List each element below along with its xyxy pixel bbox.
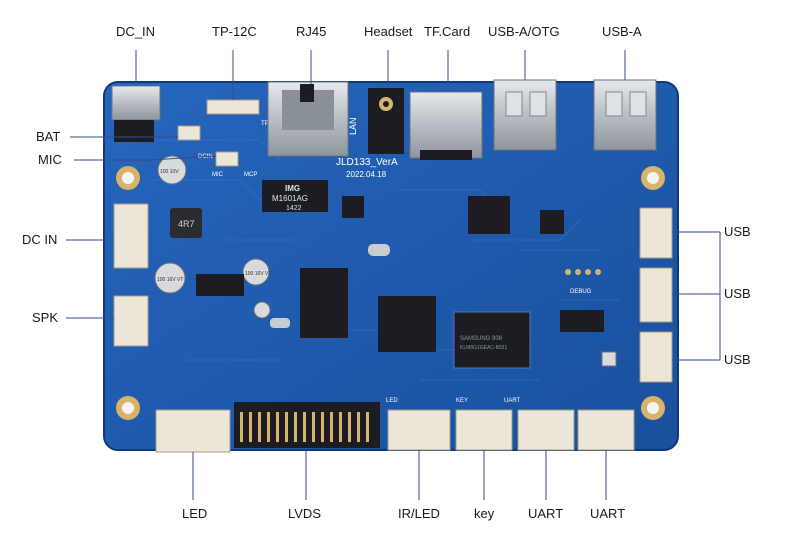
leader-lines (66, 50, 721, 500)
silk-mic: MIC (212, 172, 224, 178)
label-top-usb-a: USB-A (602, 24, 642, 39)
capacitor-3: 100 16V VT (242, 258, 271, 286)
label-top-dc-in: DC_IN (116, 24, 156, 39)
silk-uart: UART (504, 398, 521, 404)
label-bottom-key: key (474, 506, 495, 521)
button-switch (601, 351, 617, 367)
silk-mcp: MCP (244, 172, 257, 178)
svg-text:M1601AG: M1601AG (272, 194, 308, 203)
silk-key: KEY (456, 398, 468, 404)
ir-led-connector (387, 409, 451, 451)
capacitor-1: 100 10V (157, 155, 187, 185)
chip-small-2 (540, 210, 564, 234)
debug-header (565, 269, 601, 275)
key-connector (455, 409, 513, 451)
silk-debug: DEBUG (570, 289, 592, 295)
lvds-pins (240, 412, 369, 442)
label-bottom-ir-led: IR/LED (398, 506, 440, 521)
board-model: JLD133_VerA (336, 157, 398, 168)
crystal (368, 244, 390, 256)
label-left-bat: BAT (36, 129, 61, 144)
label-top-tf-card: TF.Card (424, 24, 471, 39)
label-bottom-uart-1: UART (528, 506, 564, 521)
label-left-mic: MIC (38, 152, 62, 167)
tp-connector (206, 99, 260, 115)
label-right-usb-1: USB (724, 224, 751, 239)
mic-connector (215, 151, 239, 167)
mounting-holes (116, 166, 665, 420)
chip-cpu (300, 268, 348, 338)
board-date: 2022.04.18 (346, 170, 387, 179)
small-chip-1 (342, 196, 364, 218)
bat-connector (177, 125, 201, 141)
chip-soc (378, 296, 436, 352)
label-top-headset: Headset (364, 24, 413, 39)
usb-connector-2 (639, 267, 673, 323)
label-top-rj45: RJ45 (296, 24, 327, 39)
capacitor-2: 100 16V VT (154, 262, 186, 294)
chip-amp (196, 274, 244, 296)
label-bottom-uart-2: UART (590, 506, 626, 521)
svg-text:KLM8G1GEAC-B031: KLM8G1GEAC-B031 (460, 345, 507, 351)
uart-connector-2 (577, 409, 635, 451)
svg-text:SAMSUNG 908: SAMSUNG 908 (460, 336, 503, 342)
crystal-2 (270, 318, 290, 328)
silk-tp: TP (261, 121, 269, 127)
tf-card-slot (409, 91, 483, 159)
pcb-traces (140, 139, 620, 381)
chip-ethernet (468, 196, 510, 234)
inductor (170, 208, 202, 238)
usb-a-port (593, 79, 657, 151)
silk-lan: LAN (348, 117, 358, 135)
usb-a-otg-port (493, 79, 557, 151)
label-right-usb-3: USB (724, 352, 751, 367)
svg-text:100 16V VT: 100 16V VT (245, 271, 271, 277)
chip-usb-hub (560, 310, 604, 332)
svg-text:100 16V VT: 100 16V VT (157, 277, 183, 283)
usb-connector-1 (639, 207, 673, 259)
led-connector (155, 409, 231, 453)
dc-jack (111, 85, 161, 121)
label-top-usb-a-otg: USB-A/OTG (488, 24, 560, 39)
dcin-side-connector (113, 203, 149, 269)
label-bottom-lvds: LVDS (288, 506, 321, 521)
spk-side-connector (113, 295, 149, 347)
svg-text:100 10V: 100 10V (160, 169, 179, 175)
svg-text:IMG: IMG (285, 184, 300, 193)
usb-connector-3 (639, 331, 673, 383)
uart-connector-1 (517, 409, 575, 451)
label-left-spk: SPK (32, 310, 59, 325)
label-top-tp-12c: TP-12C (212, 24, 257, 39)
capacitor-4 (253, 301, 271, 319)
svg-text:4R7: 4R7 (178, 219, 195, 229)
label-left-dc-in: DC IN (22, 232, 58, 247)
svg-text:1422: 1422 (286, 205, 302, 212)
img-chip (262, 180, 328, 212)
label-right-usb-2: USB (724, 286, 751, 301)
emmc-chip (453, 311, 531, 369)
label-bottom-led: LED (182, 506, 208, 521)
silk-led: LED (386, 398, 398, 404)
